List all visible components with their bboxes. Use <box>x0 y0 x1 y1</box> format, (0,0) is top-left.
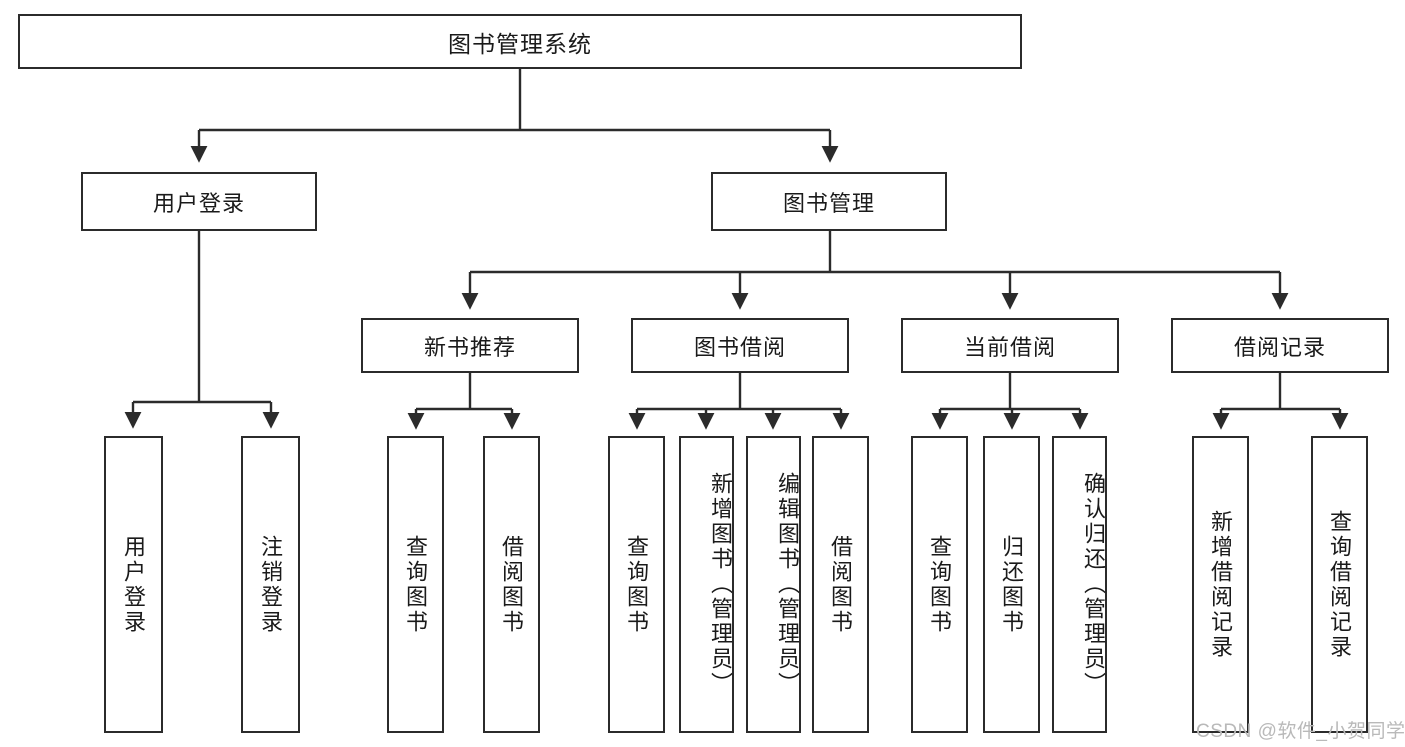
node-label: 确认归还（管理员） <box>1081 472 1106 697</box>
node-leaf-borrow-book-2[interactable]: 借阅图书 <box>812 436 869 733</box>
node-leaf-return-book[interactable]: 归还图书 <box>983 436 1040 733</box>
node-label: 图书管理系统 <box>448 30 592 57</box>
node-new-book-recommend[interactable]: 新书推荐 <box>361 318 579 373</box>
node-book-manage[interactable]: 图书管理 <box>711 172 947 231</box>
node-leaf-query-book-2[interactable]: 查询图书 <box>608 436 665 733</box>
node-leaf-add-borrow-record[interactable]: 新增借阅记录 <box>1192 436 1249 733</box>
node-label: 借阅记录 <box>1233 334 1326 360</box>
node-label: 新增借阅记录 <box>1208 509 1234 660</box>
node-current-borrow[interactable]: 当前借阅 <box>901 318 1119 373</box>
node-label: 查询图书 <box>624 534 650 635</box>
node-label: 归还图书 <box>999 534 1025 635</box>
node-label: 注销登录 <box>258 534 284 635</box>
node-label: 编辑图书（管理员） <box>775 472 800 697</box>
node-leaf-user-logout[interactable]: 注销登录 <box>241 436 300 733</box>
node-leaf-query-borrow-record[interactable]: 查询借阅记录 <box>1311 436 1368 733</box>
node-borrow-record[interactable]: 借阅记录 <box>1171 318 1389 373</box>
node-label: 新增图书（管理员） <box>708 472 733 697</box>
node-leaf-borrow-book-1[interactable]: 借阅图书 <box>483 436 540 733</box>
node-label: 用户登录 <box>152 190 245 216</box>
csdn-watermark: CSDN @软件_小贺同学 <box>1196 721 1405 742</box>
node-leaf-add-book-admin[interactable]: 新增图书（管理员） <box>679 436 734 733</box>
node-label: 新书推荐 <box>423 334 516 360</box>
node-label: 查询图书 <box>403 534 429 635</box>
node-leaf-query-book-3[interactable]: 查询图书 <box>911 436 968 733</box>
node-user-login[interactable]: 用户登录 <box>81 172 317 231</box>
node-label: 借阅图书 <box>828 534 854 635</box>
node-root-system[interactable]: 图书管理系统 <box>18 14 1022 69</box>
node-label: 查询借阅记录 <box>1327 509 1353 660</box>
node-label: 图书借阅 <box>693 334 786 360</box>
node-leaf-user-login[interactable]: 用户登录 <box>104 436 163 733</box>
node-leaf-edit-book-admin[interactable]: 编辑图书（管理员） <box>746 436 801 733</box>
node-label: 用户登录 <box>121 534 147 635</box>
node-label: 查询图书 <box>927 534 953 635</box>
node-leaf-confirm-return-admin[interactable]: 确认归还（管理员） <box>1052 436 1107 733</box>
node-book-borrow[interactable]: 图书借阅 <box>631 318 849 373</box>
node-label: 借阅图书 <box>499 534 525 635</box>
node-leaf-query-book-1[interactable]: 查询图书 <box>387 436 444 733</box>
node-label: 图书管理 <box>782 190 875 216</box>
node-label: 当前借阅 <box>963 334 1056 360</box>
